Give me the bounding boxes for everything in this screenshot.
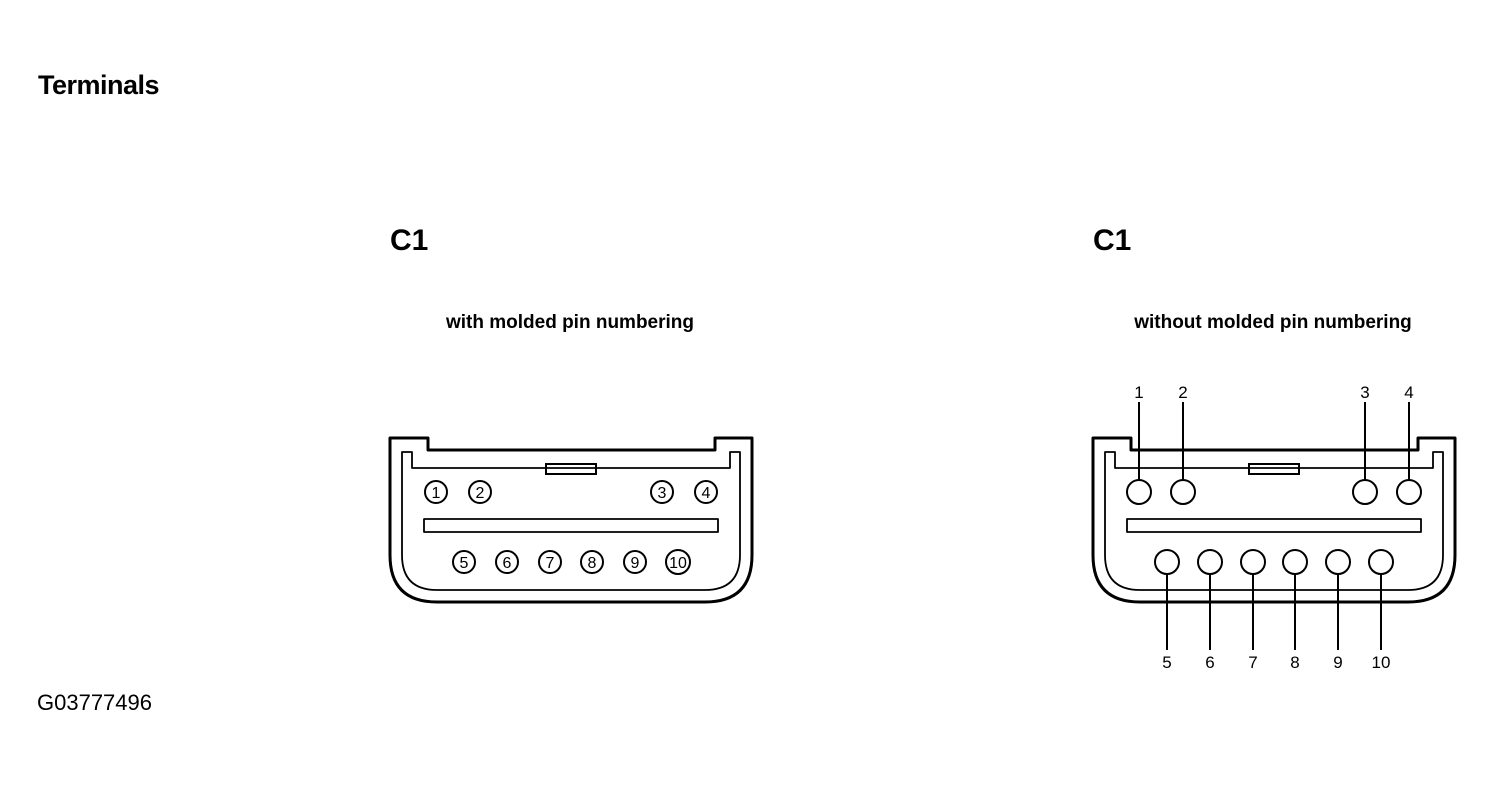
connector-housing-inner — [401, 451, 741, 591]
pin-cavity — [1282, 549, 1308, 575]
pin-number: 7 — [1248, 653, 1257, 672]
pin-1: 1 — [1126, 383, 1152, 505]
pin-3: 3 — [650, 480, 674, 504]
pin-cavity — [452, 550, 476, 574]
pin-number: 1 — [1134, 383, 1143, 402]
pin-cavity — [1352, 479, 1378, 505]
pin-number: 3 — [1360, 383, 1369, 402]
pin-5: 5 — [1154, 549, 1180, 672]
pin-cavity — [694, 480, 718, 504]
pin-number: 8 — [588, 555, 597, 572]
connector-label: C1 — [1093, 224, 1131, 257]
pin-number: 4 — [1404, 383, 1413, 402]
pin-8: 8 — [580, 550, 604, 574]
pin-number: 3 — [658, 485, 667, 502]
pin-cavity — [1240, 549, 1266, 575]
pin-cavity — [1396, 479, 1422, 505]
connector-housing-outline — [1091, 436, 1457, 604]
pin-10: 10 — [1368, 549, 1394, 672]
pin-cavity — [424, 480, 448, 504]
pin-2: 2 — [1170, 383, 1196, 505]
pin-cavity — [1154, 549, 1180, 575]
pin-cavity — [1325, 549, 1351, 575]
pin-cavity — [538, 550, 562, 574]
pin-number: 9 — [631, 555, 640, 572]
connector-caption: without molded pin numbering — [1133, 312, 1412, 333]
connector-rib — [423, 518, 719, 533]
pin-number: 9 — [1333, 653, 1342, 672]
connector-without-molded-numbering: C1 without molded pin numbering 1 2 3 4 — [1091, 224, 1457, 672]
pin-7: 7 — [1240, 549, 1266, 672]
pin-number: 5 — [1162, 653, 1171, 672]
pin-number: 1 — [432, 485, 441, 502]
pin-4: 4 — [694, 480, 718, 504]
pin-number: 7 — [546, 555, 555, 572]
pin-cavity — [1126, 479, 1152, 505]
pin-9: 9 — [623, 550, 647, 574]
connector-label: C1 — [390, 224, 428, 257]
pin-number: 6 — [503, 555, 512, 572]
pin-number: 2 — [476, 485, 485, 502]
polarity-key — [1248, 463, 1300, 475]
pin-number: 8 — [1290, 653, 1299, 672]
pin-number: 5 — [460, 555, 469, 572]
pin-1: 1 — [424, 480, 448, 504]
connector-housing-inner — [1104, 451, 1444, 591]
pin-cavity — [1197, 549, 1223, 575]
pin-8: 8 — [1282, 549, 1308, 672]
pin-cavity — [623, 550, 647, 574]
pin-number: 4 — [702, 485, 711, 502]
pin-number: 2 — [1178, 383, 1187, 402]
pin-cavity — [1368, 549, 1394, 575]
pin-cavity — [495, 550, 519, 574]
pin-cavity — [650, 480, 674, 504]
pin-3: 3 — [1352, 383, 1378, 505]
pin-9: 9 — [1325, 549, 1351, 672]
pin-6: 6 — [1197, 549, 1223, 672]
page-title: Terminals — [38, 70, 160, 100]
pin-cavity — [468, 480, 492, 504]
pin-10: 10 — [665, 549, 691, 575]
pin-cavity — [665, 549, 691, 575]
connector-housing-outline — [388, 436, 754, 604]
pin-number: 6 — [1205, 653, 1214, 672]
connector-with-molded-numbering: C1 with molded pin numbering 1 2 3 4 5 6 — [388, 224, 754, 604]
pin-cavity — [580, 550, 604, 574]
pin-number: 10 — [1372, 653, 1391, 672]
connector-caption: with molded pin numbering — [445, 312, 694, 333]
pin-number: 10 — [669, 555, 687, 572]
pin-7: 7 — [538, 550, 562, 574]
pin-2: 2 — [468, 480, 492, 504]
pin-5: 5 — [452, 550, 476, 574]
pin-6: 6 — [495, 550, 519, 574]
connector-rib — [1126, 518, 1422, 533]
pin-cavity — [1170, 479, 1196, 505]
figure-id: G03777496 — [37, 690, 152, 715]
polarity-key — [545, 463, 597, 475]
pin-4: 4 — [1396, 383, 1422, 505]
